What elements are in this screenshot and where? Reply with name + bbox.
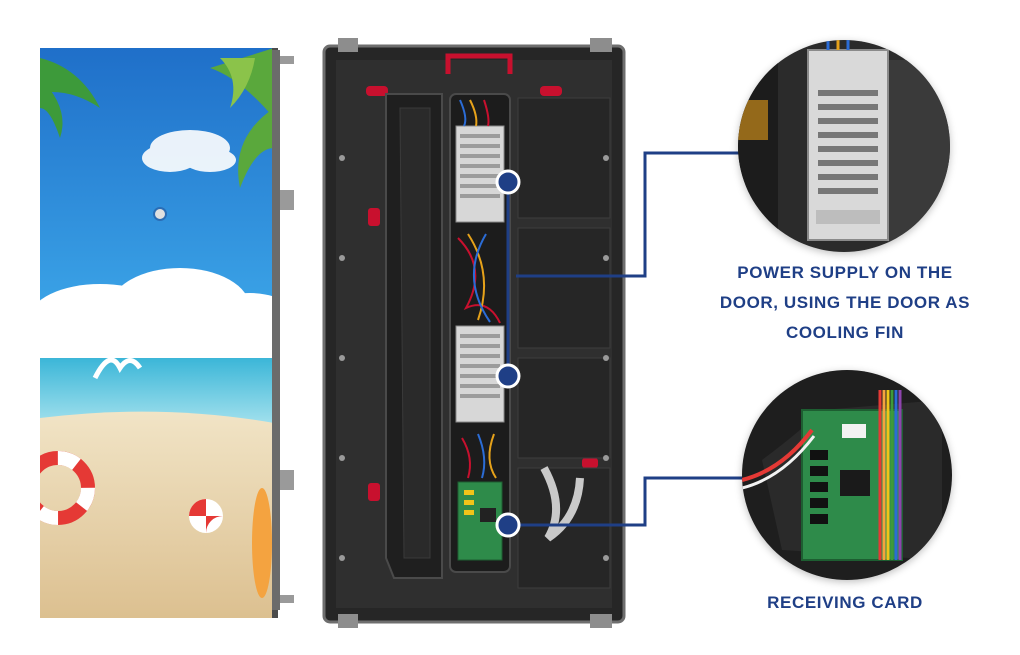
rear-cabinet — [322, 38, 626, 628]
balloon — [153, 207, 167, 221]
power-supply-closeup — [738, 40, 950, 252]
lock-levers — [366, 86, 598, 501]
power-supply-label-line-2: DOOR, USING THE DOOR AS — [719, 293, 971, 312]
cloud-top — [142, 130, 236, 172]
receiving-card-label: RECEIVING CARD — [767, 593, 923, 612]
corner-brackets — [338, 38, 612, 628]
power-supply-label-line-3: COOLING FIN — [785, 323, 905, 342]
front-panel-side-edge — [272, 50, 294, 610]
front-led-panel — [40, 48, 280, 618]
power-supply-label: POWER SUPPLY ON THE DOOR, USING THE DOOR… — [690, 258, 1000, 348]
receiving-card-closeup — [742, 370, 952, 580]
rear-ribs — [517, 97, 611, 589]
beach-ball — [189, 499, 223, 533]
surfboard — [252, 488, 272, 598]
receiving-card-board — [457, 481, 503, 561]
carry-handle — [445, 53, 513, 74]
cloud-bank — [40, 268, 280, 358]
palm-leaves-left — [40, 58, 100, 138]
wiring-harness — [457, 99, 501, 479]
seagull — [92, 357, 143, 380]
power-supply-unit-top — [455, 125, 505, 223]
power-supply-unit-bottom — [455, 325, 505, 423]
life-ring — [40, 451, 95, 525]
palm-leaves-right — [210, 48, 274, 188]
power-supply-label-line-1: POWER SUPPLY ON THE — [737, 263, 953, 282]
